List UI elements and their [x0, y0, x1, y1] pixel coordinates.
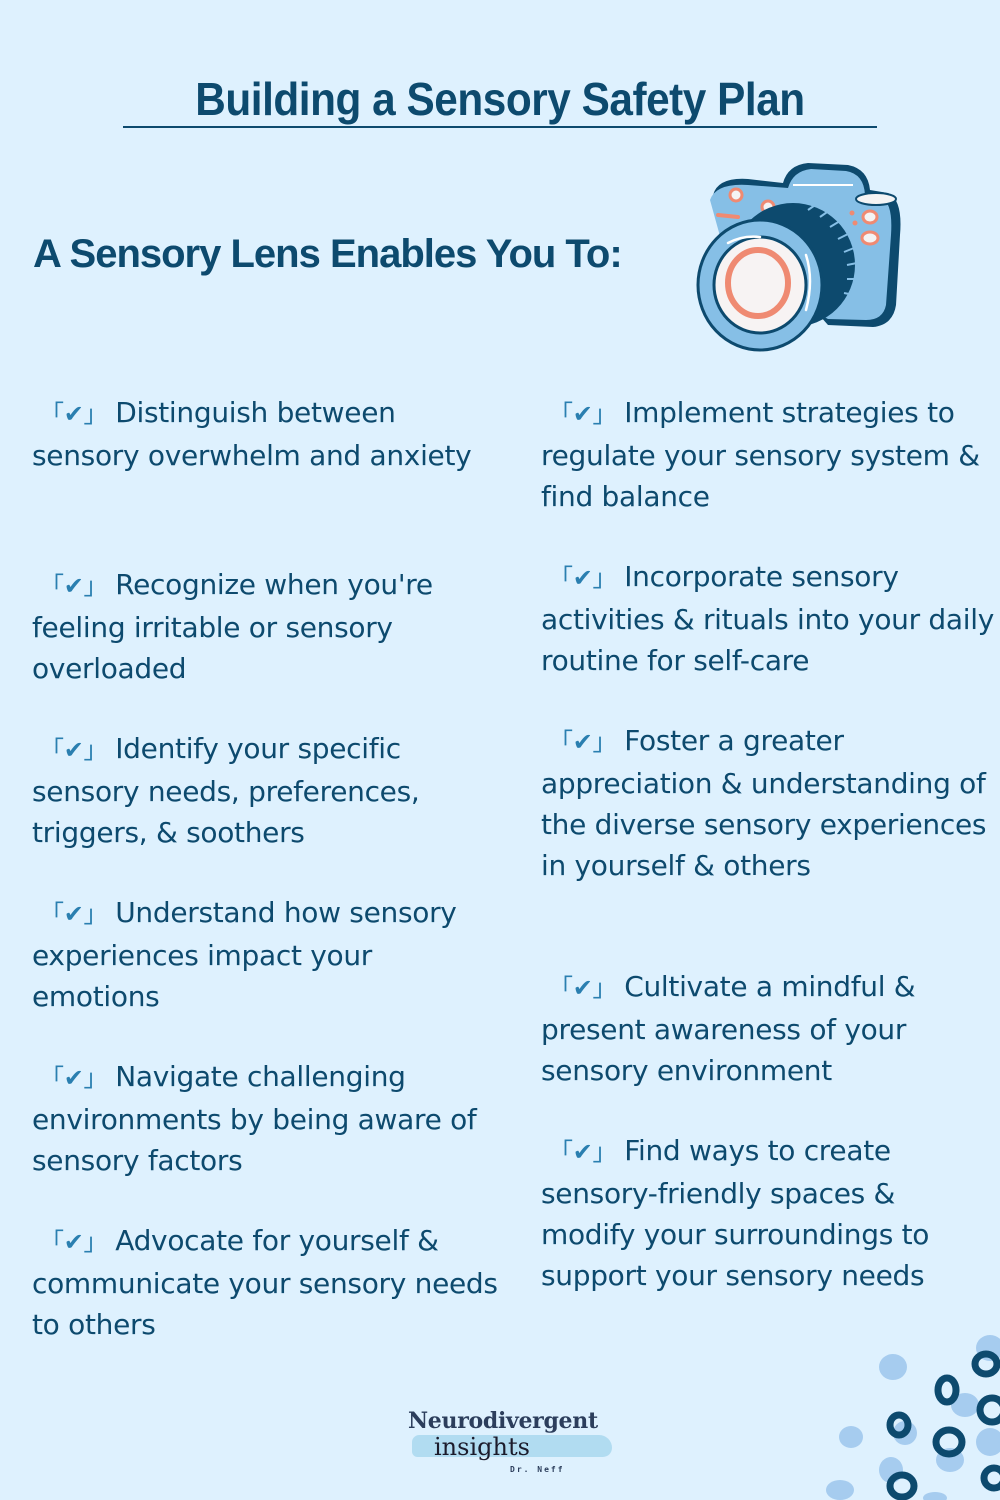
logo-line-author: Dr. Neff	[510, 1465, 565, 1474]
section-subtitle: A Sensory Lens Enables You To:	[33, 232, 623, 276]
list-item: 「✔」Foster a greater appreciation & under…	[541, 724, 987, 882]
logo-line-insights: insights	[434, 1433, 530, 1461]
camera-icon	[696, 163, 901, 352]
check-icon: 「✔」	[549, 1138, 617, 1166]
list-item: 「✔」Understand how sensory experiences im…	[32, 896, 457, 1013]
list-item: 「✔」Incorporate sensory activities & ritu…	[541, 560, 994, 677]
check-icon: 「✔」	[549, 400, 617, 428]
list-item: 「✔」Advocate for yourself & communicate y…	[32, 1224, 498, 1341]
logo-line-neurodivergent: Neurodivergent	[408, 1408, 598, 1434]
check-icon: 「✔」	[549, 564, 617, 592]
logo-brush-stroke	[412, 1435, 612, 1457]
check-icon: 「✔」	[40, 1064, 108, 1092]
list-item: 「✔」Navigate challenging environments by …	[32, 1060, 477, 1177]
list-item: 「✔」Implement strategies to regulate your…	[541, 396, 980, 513]
list-item: 「✔」Cultivate a mindful & present awarene…	[541, 970, 916, 1087]
list-item: 「✔」Identify your specific sensory needs,…	[32, 732, 420, 849]
page-title: Building a Sensory Safety Plan	[195, 73, 805, 125]
check-icon: 「✔」	[549, 728, 617, 756]
check-icon: 「✔」	[40, 736, 108, 764]
check-icon: 「✔」	[40, 400, 108, 428]
title-underline	[123, 126, 877, 128]
check-icon: 「✔」	[40, 900, 108, 928]
check-icon: 「✔」	[40, 572, 108, 600]
list-item: 「✔」Recognize when you're feeling irritab…	[32, 568, 433, 685]
list-item: 「✔」Find ways to create sensory-friendly …	[541, 1134, 930, 1292]
decorative-dots-icon	[826, 1335, 1000, 1500]
check-icon: 「✔」	[549, 974, 617, 1002]
check-icon: 「✔」	[40, 1228, 108, 1256]
brand-logo: Neurodivergent insights Dr. Neff	[400, 1405, 630, 1485]
list-item: 「✔」Distinguish between sensory overwhelm…	[32, 396, 472, 472]
